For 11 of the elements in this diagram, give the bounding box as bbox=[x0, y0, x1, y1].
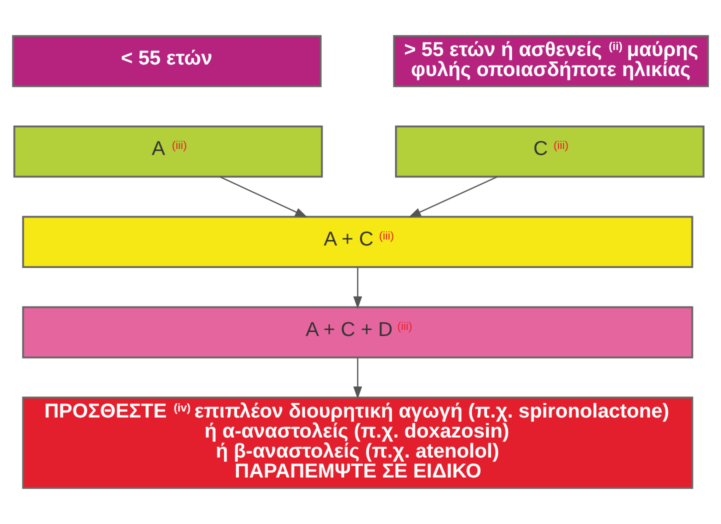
node-box: > 55 ετών ή ασθενείς $^{(ii)}$ μαύρης φυλής οποιασδήποτε ηλικίας bbox=[393, 35, 709, 88]
arrow bbox=[220, 176, 308, 218]
arrow bbox=[353, 267, 362, 309]
node-box: < 55 ετών bbox=[12, 35, 322, 88]
node-box: C $^{(iii)}$ bbox=[395, 125, 704, 178]
arrow bbox=[408, 176, 498, 218]
node-box: A $^{(iii)}$ bbox=[13, 125, 323, 178]
node-box: ΠΡΟΣΘΕΣΤΕ $^{(iv)}$ επιπλέον διουρητική αγωγή (π.χ. spironolactone) ή α-αναστολείς (π.χ. doxazosin) ή β-αναστολείς (π.χ. atenolol) ΠΑΡΑΠΕΜΨΤΕ ΣΕ ΕΙΔΙΚΟ bbox=[22, 396, 694, 489]
arrow bbox=[353, 358, 362, 400]
node-box: A + C + D $^{(iii)}$ bbox=[22, 306, 694, 358]
node-box: A + C $^{(iii)}$ bbox=[22, 216, 694, 268]
